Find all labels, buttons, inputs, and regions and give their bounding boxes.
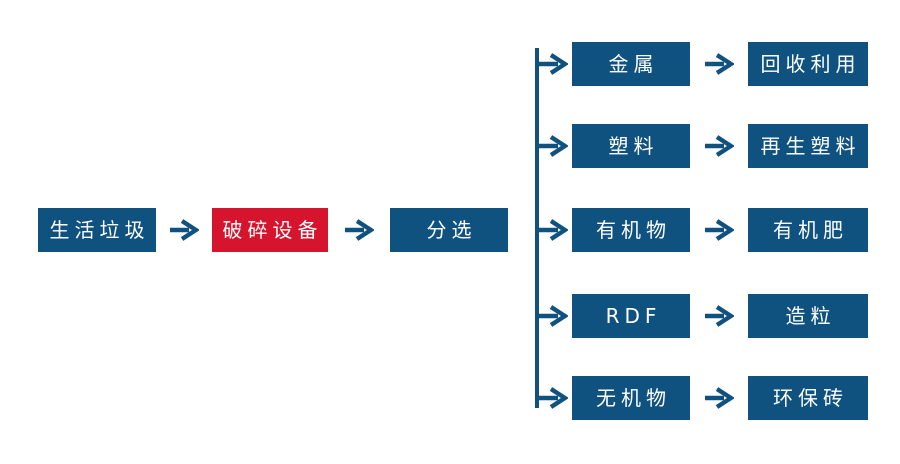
arrow-right-icon: [345, 219, 374, 241]
branch-arrow-icon: [539, 219, 568, 241]
arrow-right-icon: [705, 305, 734, 327]
branch-arrow-icon: [539, 387, 568, 409]
branch-arrow-icon: [539, 135, 568, 157]
result-node: 环保砖: [748, 376, 868, 420]
material-node: 金属: [572, 42, 690, 86]
arrow-right-icon: [705, 219, 734, 241]
material-node: RDF: [572, 294, 690, 338]
branch-connector-line: [535, 48, 539, 408]
arrow-right-icon: [705, 135, 734, 157]
branch-row-organic: 有机物 有机肥: [538, 208, 868, 252]
result-node: 回收利用: [748, 42, 868, 86]
material-node: 塑料: [572, 124, 690, 168]
arrow-right-icon: [705, 53, 734, 75]
sorting-node: 分选: [390, 208, 508, 252]
result-node: 有机肥: [748, 208, 868, 252]
branch-row-rdf: RDF 造粒: [538, 294, 868, 338]
branch-arrow-icon: [539, 53, 568, 75]
branch-row-metal: 金属 回收利用: [538, 42, 868, 86]
result-node: 再生塑料: [748, 124, 868, 168]
arrow-right-icon: [170, 219, 199, 241]
source-node: 生活垃圾: [38, 208, 156, 252]
branch-arrow-icon: [539, 305, 568, 327]
material-node: 有机物: [572, 208, 690, 252]
branch-row-plastic: 塑料 再生塑料: [538, 124, 868, 168]
arrow-right-icon: [705, 387, 734, 409]
crusher-node: 破碎设备: [212, 208, 328, 252]
material-node: 无机物: [572, 376, 690, 420]
branch-row-inorganic: 无机物 环保砖: [538, 376, 868, 420]
result-node: 造粒: [748, 294, 868, 338]
